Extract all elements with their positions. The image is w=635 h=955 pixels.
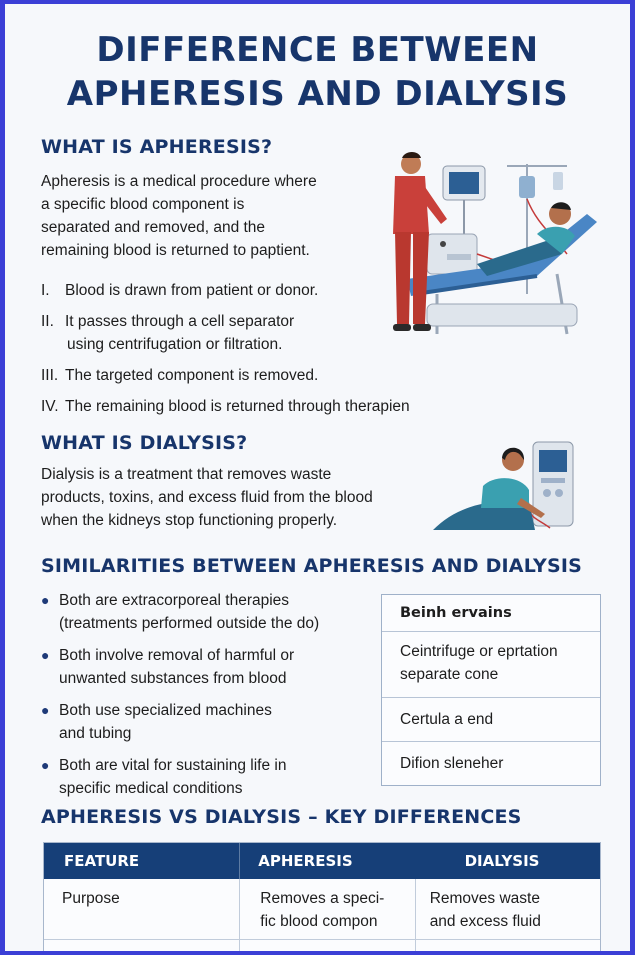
apheresis-line: Apheresis is a medical procedure where [41, 173, 317, 190]
apheresis-heading: WHAT IS APHERESIS? [41, 136, 273, 158]
table-row: Purpose Removes a speci- fic blood compo… [44, 879, 600, 940]
page-title: DIFFERENCE BETWEEN APHERESIS AND DIALYSI… [5, 28, 630, 116]
dialysis-heading: WHAT IS DIALYSIS? [41, 432, 248, 454]
bullet-icon: ● [41, 702, 50, 718]
table-header: FEATURE APHERESIS DIALYSIS [44, 843, 600, 879]
box-row: Certula a end [382, 698, 600, 742]
apheresis-step: I. Blood is drawn from patient or donor. [41, 282, 319, 299]
apheresis-step: IV. The remaining blood is returned thro… [41, 398, 410, 415]
differences-table: FEATURE APHERESIS DIALYSIS Purpose Remov… [43, 842, 601, 951]
column-header: APHERESIS [239, 843, 414, 879]
table-row [44, 940, 600, 951]
table-cell: Removes waste and excess fluid [414, 879, 600, 939]
apheresis-steps: I. Blood is drawn from patient or donor.… [41, 279, 481, 426]
box-row: Beinh ervains [382, 595, 600, 632]
title-line-1: DIFFERENCE BETWEEN [96, 30, 539, 70]
infographic-page: DIFFERENCE BETWEEN APHERESIS AND DIALYSI… [5, 4, 630, 951]
similarities-box: Beinh ervains Ceintrifuge or eprtation s… [381, 594, 601, 786]
bullet-icon: ● [41, 592, 50, 608]
dialysis-line: products, toxins, and excess fluid from … [41, 489, 373, 506]
apheresis-description: Apheresis is a medical procedure where a… [41, 170, 381, 262]
dialysis-line: Dialysis is a treatment that removes was… [41, 466, 332, 483]
dialysis-description: Dialysis is a treatment that removes was… [41, 463, 441, 532]
table-cell: Purpose [62, 890, 120, 907]
list-item: ● Both are vital for sustaining life in … [41, 754, 381, 800]
title-line-2: APHERESIS AND DIALYSIS [66, 74, 569, 114]
apheresis-line: a specific blood component is [41, 196, 245, 213]
apheresis-line: separated and removed, and the [41, 219, 266, 236]
dialysis-illustration [433, 441, 574, 530]
table-cell: Removes a speci- fic blood compon [239, 879, 414, 939]
bullet-icon: ● [41, 757, 50, 773]
list-item: ● Both use specialized machines and tubi… [41, 699, 381, 745]
apheresis-step: III. The targeted component is removed. [41, 367, 319, 384]
similarities-heading: SIMILARITIES BETWEEN APHERESIS AND DIALY… [41, 555, 583, 577]
apheresis-step: II. It passes through a cell separator u… [41, 313, 295, 353]
column-header: DIALYSIS [464, 852, 540, 870]
box-row: Difion sleneher [400, 755, 504, 772]
apheresis-illustration [393, 152, 597, 335]
list-item: ● Both are extracorporeal therapies (tre… [41, 589, 381, 635]
differences-heading: APHERESIS VS DIALYSIS – KEY DIFFERENCES [41, 806, 522, 828]
column-header: FEATURE [64, 852, 140, 870]
box-row: Ceintrifuge or eprtation separate cone [382, 632, 600, 698]
dialysis-line: when the kidneys stop functioning proper… [41, 512, 338, 529]
bullet-icon: ● [41, 647, 50, 663]
list-item: ● Both involve removal of harmful or unw… [41, 644, 381, 690]
similarities-list: ● Both are extracorporeal therapies (tre… [41, 589, 381, 809]
apheresis-line: remaining blood is returned to paptient. [41, 242, 310, 259]
